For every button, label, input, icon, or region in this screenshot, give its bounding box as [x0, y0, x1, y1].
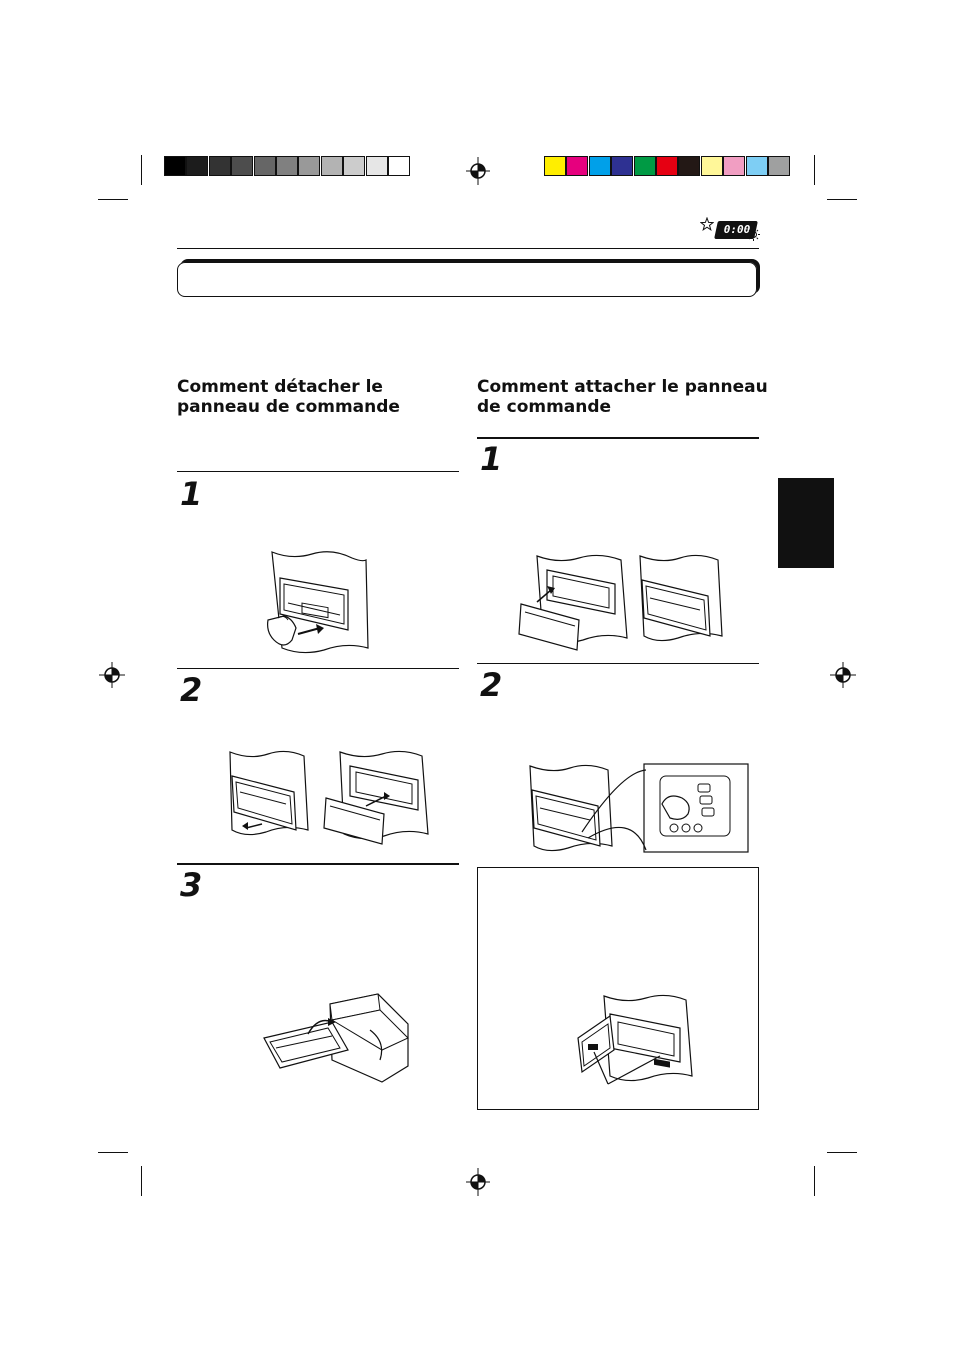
color-swatch — [276, 156, 298, 176]
panel-into-case-illustration — [263, 993, 409, 1083]
panel-insert-illustration — [518, 554, 628, 651]
left-heading: Comment détacher le panneau de commande — [177, 377, 467, 417]
step-divider — [177, 471, 459, 472]
registration-target-icon — [466, 157, 490, 185]
header-rule — [177, 248, 759, 249]
color-swatch — [544, 156, 566, 176]
step-divider — [477, 663, 759, 664]
star-icon — [700, 217, 714, 231]
detach-release-button-illustration — [267, 551, 369, 654]
note-box — [477, 867, 759, 1110]
step-number: 3 — [180, 866, 203, 904]
color-swatch — [253, 156, 276, 176]
left-heading-line1: Comment détacher le — [177, 377, 383, 397]
registration-target-icon — [99, 662, 125, 688]
step-number: 2 — [480, 666, 503, 704]
right-heading: Comment attacher le panneau de commande — [477, 377, 777, 417]
language-side-tab — [778, 478, 834, 568]
color-swatch — [611, 156, 634, 176]
right-heading-line2: de commande — [477, 397, 612, 417]
step-number: 1 — [480, 440, 503, 478]
color-swatch — [588, 156, 611, 176]
crop-mark-bottom-right-h — [827, 1152, 857, 1153]
color-swatch — [656, 156, 678, 176]
color-swatch — [700, 156, 723, 176]
color-swatch — [343, 156, 366, 176]
color-swatch — [745, 156, 768, 176]
crop-mark-bottom-left-v — [141, 1166, 142, 1196]
crop-mark-bottom-left-h — [98, 1152, 128, 1153]
step-number: 2 — [180, 671, 203, 709]
sun-icon — [747, 228, 760, 241]
color-swatch — [208, 156, 231, 176]
crop-mark-top-right-v — [814, 155, 815, 185]
color-swatch — [231, 156, 254, 176]
color-swatch — [186, 156, 209, 176]
color-swatch — [723, 156, 746, 176]
crop-mark-top-right-h — [827, 199, 857, 200]
section-title-bar — [177, 262, 757, 297]
color-swatch — [678, 156, 701, 176]
crop-mark-top-left-h — [98, 199, 128, 200]
color-swatch — [365, 156, 388, 176]
step-divider — [477, 437, 759, 439]
right-heading-line1: Comment attacher le panneau — [477, 377, 768, 397]
panel-removed-illustration — [323, 750, 429, 845]
press-panel-illustration — [529, 763, 749, 853]
color-swatch — [768, 156, 790, 176]
registration-target-icon — [466, 1168, 490, 1196]
panel-tilt-out-illustration — [229, 750, 309, 836]
registration-target-icon — [830, 662, 856, 688]
panel-attached-illustration — [639, 554, 723, 642]
color-swatch — [298, 156, 321, 176]
color-swatch — [164, 156, 186, 176]
left-heading-line2: panneau de commande — [177, 397, 400, 417]
step-number: 1 — [180, 475, 203, 513]
color-swatch — [388, 156, 410, 176]
step-divider — [177, 863, 459, 865]
color-swatch — [633, 156, 656, 176]
panel-connector-illustration — [577, 994, 693, 1085]
color-swatch — [320, 156, 343, 176]
color-swatch — [566, 156, 589, 176]
crop-mark-bottom-right-v — [814, 1166, 815, 1196]
crop-mark-top-left-v — [141, 155, 142, 185]
step-divider — [177, 668, 459, 669]
clock-display-text: 0:00 — [723, 223, 751, 236]
